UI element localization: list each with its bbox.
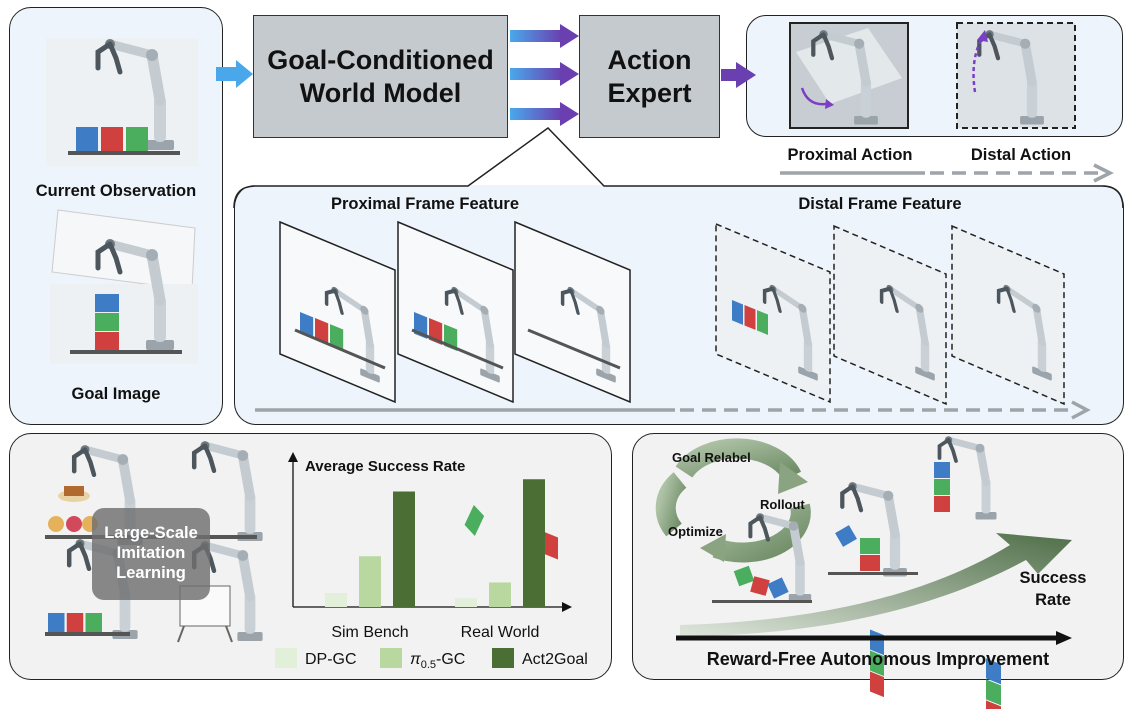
current-observation-image (46, 38, 198, 166)
proximal-action-image (789, 22, 909, 128)
legend-label-0: DP-GC (305, 651, 357, 668)
imitation-line3: Learning (116, 564, 186, 582)
distal-frame-title: Distal Frame Feature (798, 195, 962, 213)
improvement-axis-arrow (676, 631, 1072, 645)
cycle-ring (655, 438, 811, 563)
success-rate-label-line1: Success (1019, 569, 1087, 587)
goal-image (50, 209, 198, 364)
imitation-line2: Imitation (117, 544, 186, 562)
goal-relabel-label: Goal Relabel (672, 450, 751, 465)
legend-label-1: π0.5-GC (410, 651, 465, 671)
action-expert-line1: Action (607, 44, 692, 75)
world-model-to-action-expert-arrows (510, 24, 579, 126)
distal-action-label: Distal Action (970, 146, 1072, 164)
imitation-line1: Large-Scale (104, 524, 198, 542)
autonomous-improvement-title: Reward-Free Autonomous Improvement (706, 649, 1050, 669)
category-label-0: Sim Bench (331, 624, 408, 641)
bar-act2goal-1 (523, 479, 545, 607)
action-expert-line2: Expert (607, 77, 692, 108)
bar-act2goal-0 (393, 491, 415, 607)
success-rate-curve (680, 533, 1072, 636)
proximal-action-label: Proximal Action (787, 146, 913, 164)
legend-swatch-0 (275, 648, 297, 668)
world-model-line1: Goal-Conditioned (267, 44, 494, 75)
optimize-robot-scene (828, 482, 918, 576)
distal-frame-2 (833, 224, 947, 698)
bar--0-5-gc-1 (489, 582, 511, 607)
action-expert-box: Action Expert (579, 15, 720, 138)
rollout-label: Rollout (760, 497, 805, 512)
bar--0-5-gc-0 (359, 556, 381, 607)
action-timeline-arrow (780, 163, 1114, 183)
legend-swatch-2 (492, 648, 514, 668)
callout-outline (233, 127, 1124, 209)
imitation-label-box (92, 508, 210, 600)
bar-dp-gc-1 (455, 598, 477, 607)
optimize-label: Optimize (668, 524, 723, 539)
legend-label-2: Act2Goal (522, 651, 588, 668)
observation-to-world-model-arrow (216, 60, 253, 88)
proximal-frame-title: Proximal Frame Feature (331, 195, 519, 213)
goal-image-label: Goal Image (71, 385, 161, 403)
category-label-1: Real World (461, 624, 540, 641)
proximal-frame-2 (397, 220, 514, 404)
frame-timeline-arrow (255, 400, 1091, 420)
current-observation-label: Current Observation (35, 182, 197, 200)
world-model-line2: World Model (299, 77, 462, 108)
bar-dp-gc-0 (325, 593, 347, 607)
success-rate-label-line2: Rate (1035, 591, 1071, 609)
distal-frame-1 (715, 222, 831, 404)
distal-frame-3 (951, 224, 1065, 709)
action-expert-to-output-arrow (721, 62, 756, 88)
success-rate-chart: Average Success Rate Sim Bench Real World… (275, 452, 588, 671)
chart-title: Average Success Rate (305, 458, 465, 475)
proximal-frame-1 (279, 220, 396, 404)
world-model-box: Goal-Conditioned World Model (253, 15, 508, 138)
goal-robot-scene (934, 436, 997, 519)
legend-swatch-1 (380, 648, 402, 668)
distal-action-image (956, 22, 1076, 128)
rollout-robot-scene (712, 513, 812, 603)
